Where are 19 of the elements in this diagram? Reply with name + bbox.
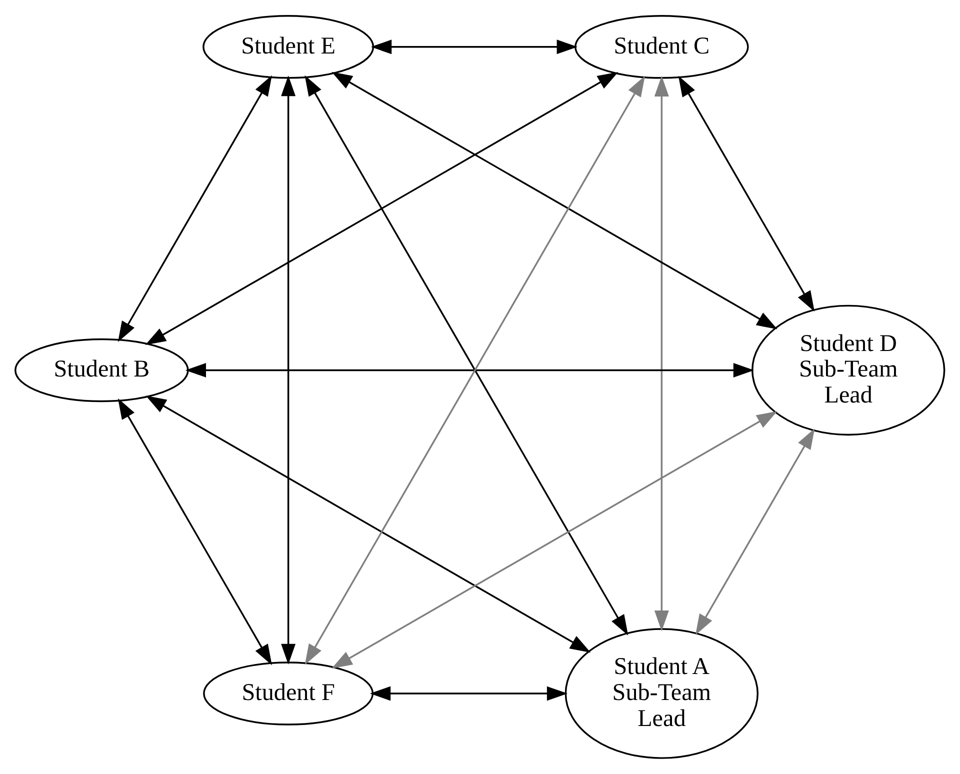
arrow	[654, 76, 669, 632]
arrow	[146, 396, 591, 653]
node-ellipse: Student B	[14, 338, 189, 402]
arrow	[695, 428, 815, 635]
arrow	[370, 686, 568, 701]
arrow	[118, 398, 272, 666]
arrow	[332, 411, 778, 669]
node-ellipse: Student D Sub-Team Lead	[751, 304, 946, 436]
node-ellipse: Student C	[574, 15, 749, 79]
arrow	[370, 40, 578, 54]
arrow	[145, 72, 618, 346]
node-ellipse: Student A Sub-Team Lead	[564, 628, 759, 759]
node-ellipse: Student F	[203, 662, 374, 726]
arrow	[332, 72, 778, 330]
node-ellipse: Student E	[202, 15, 374, 79]
arrow	[185, 362, 754, 378]
arrow	[118, 75, 272, 342]
arrow	[678, 76, 815, 312]
arrow	[281, 75, 296, 665]
